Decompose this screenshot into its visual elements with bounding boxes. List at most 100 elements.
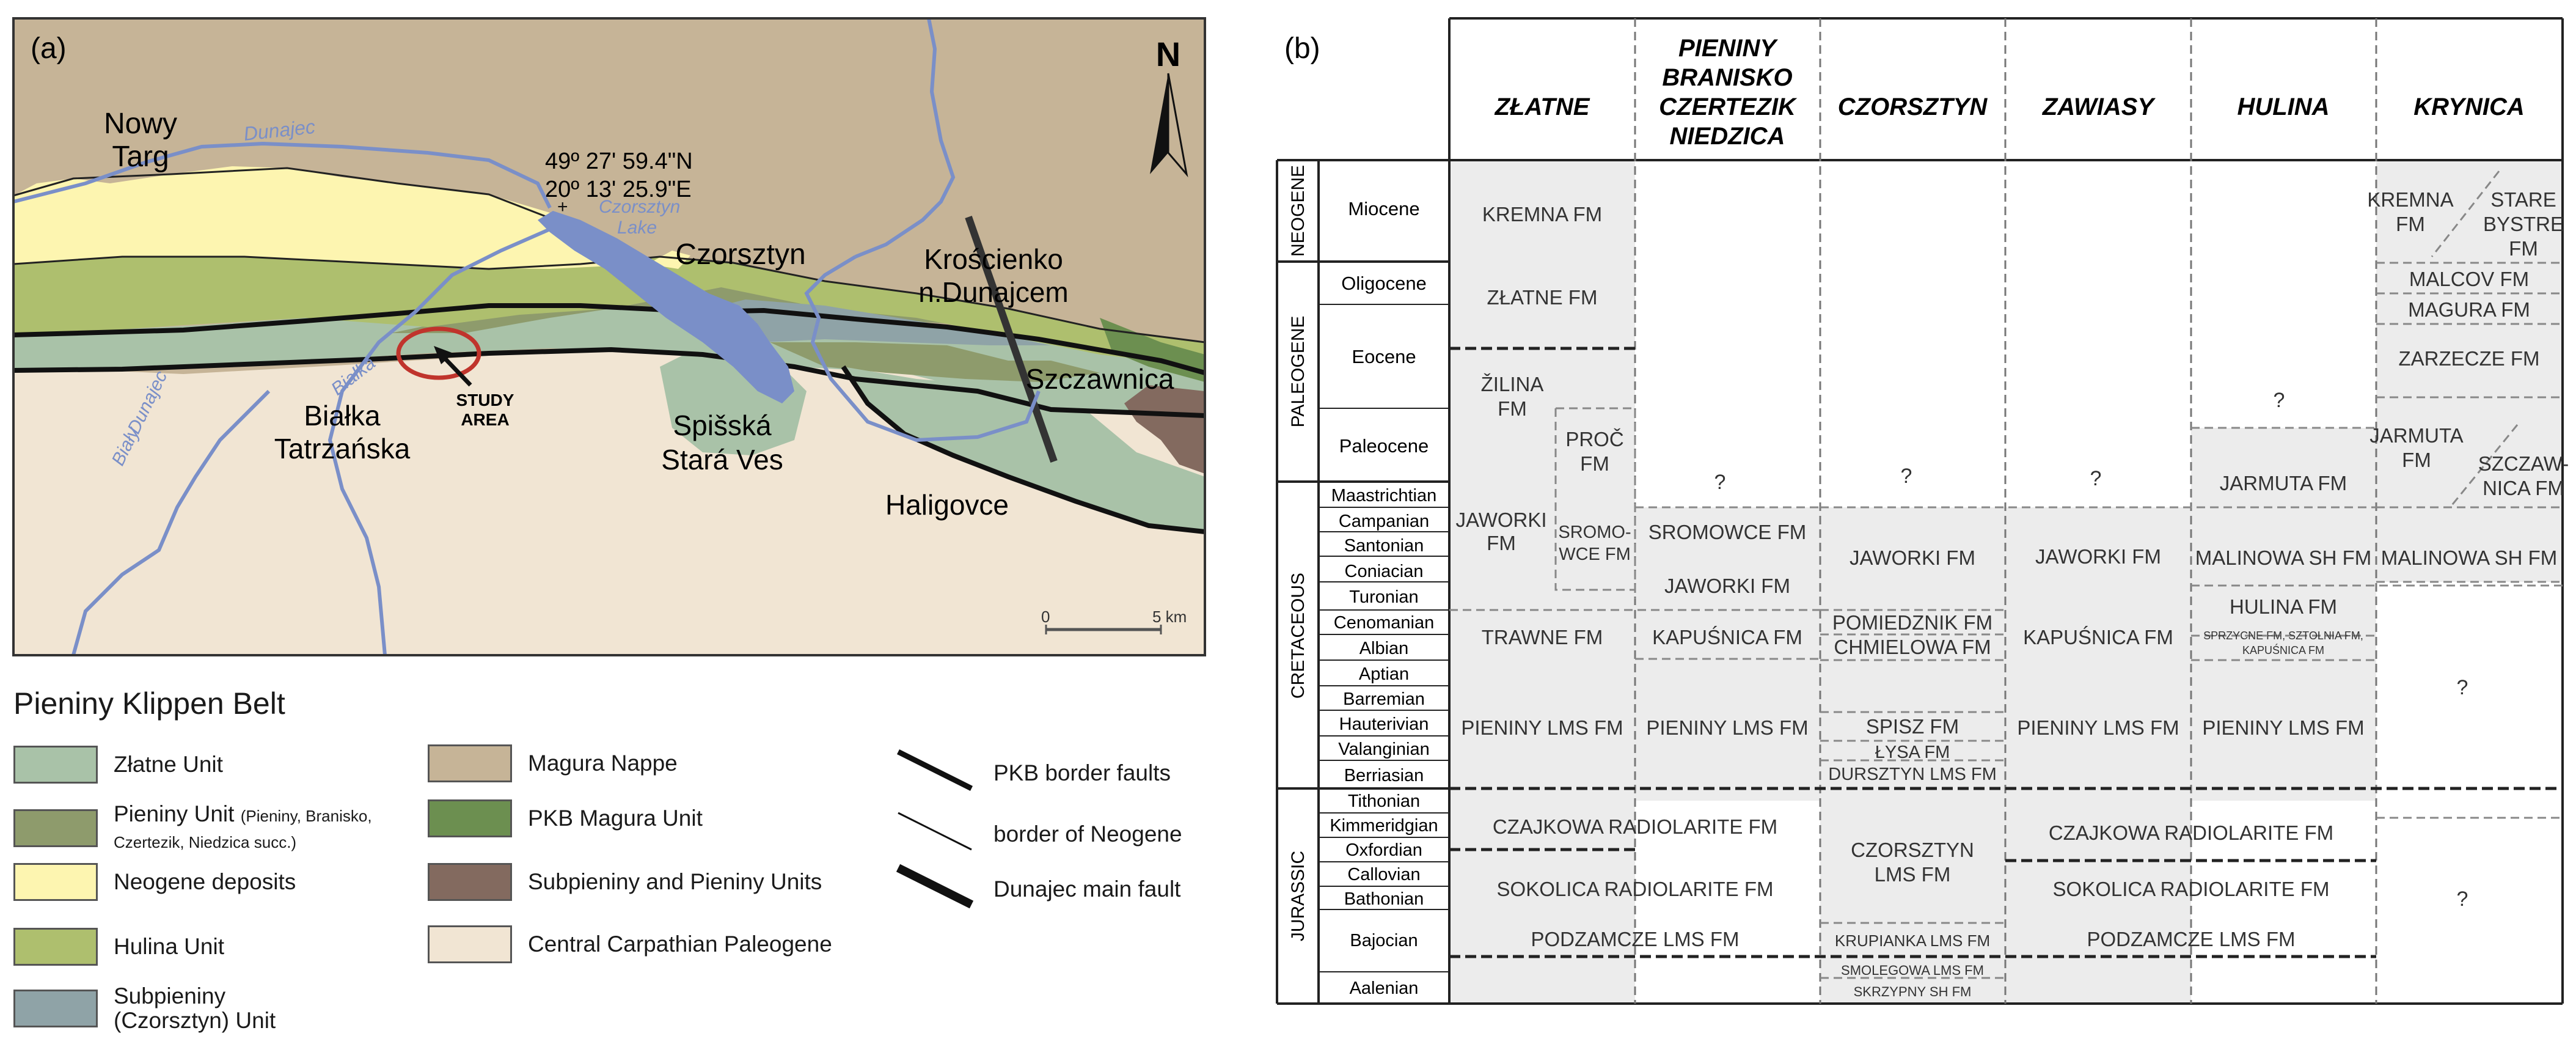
epoch-berriasian: Berriasian	[1344, 766, 1424, 785]
zlatne-unit-area-2	[843, 367, 1205, 532]
unknown-hulina: ?	[2274, 389, 2285, 412]
legend-label-subpieniny: Subpieniny(Czorsztyn) Unit	[114, 984, 276, 1033]
fm-czorsztyn-lms-1: CZORSZTYN	[1851, 839, 1974, 861]
stratigraphic-chart: (b) ZŁATNE PIENINY BRANISKO CZERTEZIK NI…	[1276, 17, 2569, 1005]
scale-zero: 0	[1041, 608, 1050, 626]
legend-item-neogene: Neogene deposits	[13, 863, 296, 901]
fm-pomiedznik: POMIEDZNIK FM	[1832, 611, 1992, 634]
fm-jaworki-pieniny: JAWORKI FM	[1664, 575, 1790, 597]
epoch-callovian: Callovian	[1347, 865, 1420, 884]
epochs: Miocene Oligocene Eocene Paleocene Maast…	[1330, 198, 1438, 998]
legend-note-pieniny: (Pieniny, Branisko,	[240, 807, 372, 825]
bialy-dunajec-river	[71, 389, 271, 656]
epoch-paleocene: Paleocene	[1339, 435, 1429, 457]
unknown-krynica-cretaceous: ?	[2457, 676, 2468, 699]
fm-pieniny-lms-hulina: PIENINY LMS FM	[2202, 716, 2364, 739]
fm-sprzycne: SPRZYCNE FM, SZTOLNIA FM,	[2203, 630, 2363, 642]
fm-proc-2: FM	[1580, 452, 1609, 475]
fm-jarmuta-krynica-2: FM	[2402, 449, 2431, 471]
fm-kapusnica-pieniny: KAPUŚNICA FM	[1652, 625, 1802, 648]
fm-jaworki-zawiasy: JAWORKI FM	[2035, 545, 2161, 568]
fm-trawne: TRAWNE FM	[1482, 626, 1603, 648]
place-szczawnica: Szczawnica	[1026, 363, 1174, 395]
legend-item-pieniny: Pieniny Unit (Pieniny, Branisko,Czertezi…	[13, 802, 372, 854]
legend-item-subpieniny-pieniny: Subpieniny and Pieniny Units	[428, 863, 822, 901]
legend-swatch-neogene	[13, 863, 98, 901]
fm-jaworki-czorsztyn: JAWORKI FM	[1850, 546, 1975, 569]
border-of-neogene-line	[13, 255, 1206, 343]
header-pieniny: PIENINY	[1678, 35, 1778, 62]
fm-sromowce-pieniny: SROMOWCE FM	[1648, 521, 1806, 543]
legend-label-pkb-magura: PKB Magura Unit	[528, 806, 703, 831]
fm-szczawnica-1: SZCZAW-	[2478, 452, 2569, 475]
legend-swatch-hulina	[13, 928, 98, 966]
place-czorsztyn: Czorsztyn	[675, 238, 805, 271]
question-marks: ? ? ? ? ? ?	[1714, 389, 2468, 911]
legend-swatch-central	[428, 925, 512, 963]
scale-bar-ticks	[1045, 625, 1162, 634]
hulina-unit-area	[13, 257, 1205, 367]
place-bialka: Białka	[304, 400, 381, 432]
fm-dursztyn: DURSZTYN LMS FM	[1828, 765, 1997, 784]
epoch-lines	[1319, 261, 1449, 972]
epoch-kimmeridgian: Kimmeridgian	[1330, 816, 1438, 836]
map-frame	[12, 17, 1206, 656]
epoch-bathonian: Bathonian	[1344, 889, 1424, 909]
fm-smolegowa: SMOLEGOWA LMS FM	[1841, 963, 1984, 978]
dunajec-river-lower	[804, 255, 1041, 443]
legend-fault-dunajec-symbol	[896, 864, 974, 909]
fm-kapusnica-hulina: KAPUŚNICA FM	[2242, 644, 2324, 656]
czorsztyn-lake	[538, 211, 794, 403]
period-neogene: NEOGENE	[1288, 165, 1308, 257]
legend-label-pieniny: Pieniny Unit (Pieniny, Branisko,Czertezi…	[114, 802, 372, 854]
legend-swatch-magura	[428, 744, 512, 782]
legend-item-magura: Magura Nappe	[428, 744, 678, 782]
epoch-aalenian: Aalenian	[1350, 979, 1419, 998]
fm-szczawnica-2: NICA FM	[2483, 477, 2564, 499]
epoch-turonian: Turonian	[1349, 587, 1418, 607]
legend-swatch-subpieniny	[13, 990, 98, 1027]
fm-czajkowa-zlatne: CZAJKOWA RADIOLARITE FM	[1493, 815, 1777, 838]
legend-swatch-zlatne	[13, 746, 98, 784]
fm-kremna-krynica-1: KREMNA	[2367, 188, 2453, 211]
fm-malinowa-krynica: MALINOWA SH FM	[2381, 546, 2557, 569]
study-area-label-2: AREA	[461, 410, 509, 429]
strat-panel-label: (b)	[1284, 32, 1320, 65]
fm-proc-1: PROČ	[1565, 428, 1623, 450]
unknown-zawiasy: ?	[2090, 467, 2102, 490]
fm-kremna-krynica-2: FM	[2396, 213, 2425, 235]
epoch-eocene: Eocene	[1352, 346, 1416, 367]
place-kroscienko: Krościenko	[924, 243, 1063, 275]
shaded-blocks	[1449, 160, 2563, 1004]
legend-item-hulina: Hulina Unit	[13, 928, 224, 966]
north-arrow-left	[1150, 73, 1168, 174]
legend-item-subpieniny: Subpieniny(Czorsztyn) Unit	[13, 984, 276, 1033]
epoch-santonian: Santonian	[1344, 536, 1424, 556]
fm-malcov: MALCOV FM	[2409, 268, 2529, 290]
fm-podzamcze-zawiasy: PODZAMCZE LMS FM	[2087, 928, 2295, 950]
subpieniny-pieniny-units-area	[1124, 385, 1205, 474]
pieniny-unit-area-2	[770, 342, 1100, 382]
legend-item-zlatne: Złatne Unit	[13, 746, 223, 784]
epoch-hauterivian: Hauterivian	[1339, 715, 1429, 734]
epoch-oxfordian: Oxfordian	[1345, 840, 1422, 860]
epoch-maastrichtian: Maastrichtian	[1331, 486, 1436, 505]
place-haligovce: Haligovce	[885, 489, 1009, 521]
legend-label-central: Central Carpathian Paleogene	[528, 931, 832, 957]
dunajec-main-fault	[965, 216, 1058, 463]
geologic-map: + N 0 5 km (a) Nowy Targ Czorsztyn Krośc…	[12, 17, 1206, 656]
pkb-border-fault-south	[13, 347, 1206, 418]
fm-zlatne: ZŁATNE FM	[1487, 286, 1598, 309]
legend-swatch-pieniny	[13, 809, 98, 847]
place-n-dunajcem: n.Dunajcem	[918, 276, 1068, 308]
epoch-valanginian: Valanginian	[1338, 740, 1429, 759]
fm-spisz: SPISZ FM	[1866, 715, 1959, 738]
place-tatrzanska: Tatrzańska	[274, 433, 411, 465]
place-nowy: Nowy	[104, 108, 177, 140]
fm-pieniny-lms-zawiasy: PIENINY LMS FM	[2017, 716, 2179, 739]
fm-chmielowa: CHMIELOWA FM	[1834, 636, 1991, 658]
legend-label-subpieniny-pieniny: Subpieniny and Pieniny Units	[528, 869, 822, 894]
fm-stare-bystre-fm: FM	[2509, 237, 2538, 260]
unknown-czorsztyn: ?	[1901, 465, 1912, 488]
